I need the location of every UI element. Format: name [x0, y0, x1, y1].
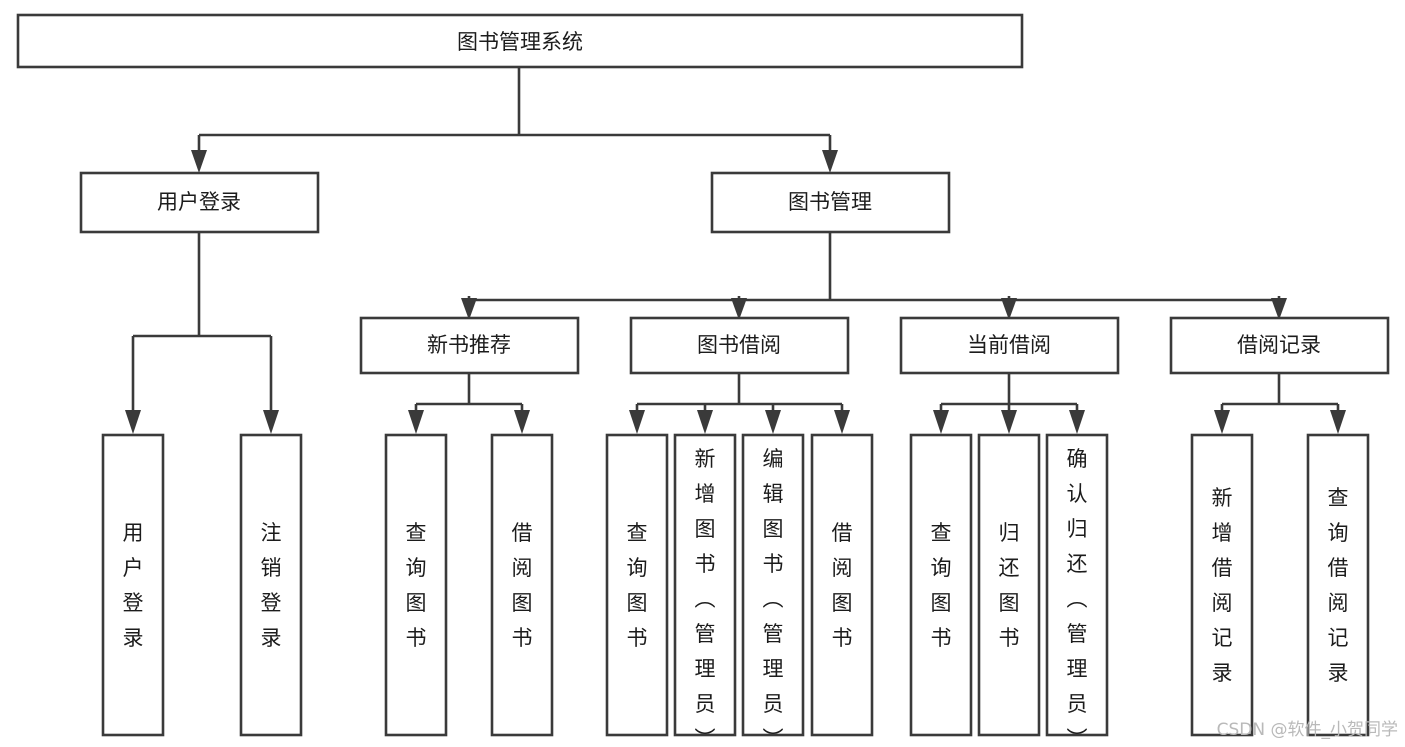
connector-group-current-borrow: [933, 373, 1085, 434]
node-book-manage[interactable]: 图书管理: [710, 171, 951, 234]
node-leaf-query-book-3[interactable]: 查询图书: [909, 433, 973, 737]
node-leaf-add-record-label: 新增借阅记录: [1212, 486, 1233, 685]
node-leaf-add-book-box[interactable]: [673, 433, 737, 737]
node-leaf-edit-book-box[interactable]: [741, 433, 805, 737]
arrow-to-borrow-record: [1271, 298, 1287, 320]
connector-group-root: [191, 67, 838, 173]
node-leaf-query-book-2-box[interactable]: [605, 433, 669, 737]
node-leaf-query-record-label: 查询借阅记录: [1328, 486, 1349, 685]
node-leaf-query-book-3-label: 查询图书: [931, 521, 952, 650]
node-user-login-label: 用户登录: [157, 190, 241, 214]
node-leaf-user-login[interactable]: 用户登录: [101, 433, 165, 737]
arrow-to-leaf-query-record: [1330, 410, 1346, 434]
node-leaf-add-book-label: 新增图书︵管理员︶: [695, 447, 716, 747]
node-leaf-query-book-1[interactable]: 查询图书: [384, 433, 448, 737]
node-borrow-record-box[interactable]: [1169, 316, 1390, 375]
connector-group-book-manage: [461, 232, 1287, 320]
node-leaf-edit-book[interactable]: 编辑图书︵管理员︶: [741, 433, 805, 747]
node-leaf-return-book[interactable]: 归还图书: [977, 433, 1041, 737]
node-new-book-recommend-box[interactable]: [359, 316, 580, 375]
node-current-borrow-label: 当前借阅: [967, 333, 1051, 357]
node-book-manage-label: 图书管理: [788, 190, 872, 214]
node-root-label: 图书管理系统: [457, 30, 583, 54]
node-leaf-borrow-book-2-box[interactable]: [810, 433, 874, 737]
arrow-to-leaf-user-logout: [263, 410, 279, 434]
arrow-to-leaf-query-book-3: [933, 410, 949, 434]
node-leaf-return-book-box[interactable]: [977, 433, 1041, 737]
connector-group-user-login: [125, 232, 279, 434]
node-leaf-user-logout[interactable]: 注销登录: [239, 433, 303, 737]
node-leaf-user-login-label: 用户登录: [123, 521, 144, 650]
node-new-book-recommend-label: 新书推荐: [427, 333, 511, 357]
arrow-to-leaf-query-book-1: [408, 410, 424, 434]
node-root-box[interactable]: [16, 13, 1024, 69]
node-leaf-user-logout-label: 注销登录: [261, 521, 282, 650]
node-leaf-query-book-3-box[interactable]: [909, 433, 973, 737]
node-book-borrow[interactable]: 图书借阅: [629, 316, 850, 375]
node-leaf-confirm-return-label: 确认归还︵管理员︶: [1067, 447, 1088, 747]
arrow-to-leaf-borrow-book-1: [514, 410, 530, 434]
node-leaf-edit-book-label: 编辑图书︵管理员︶: [763, 447, 784, 747]
node-book-borrow-label: 图书借阅: [697, 333, 781, 357]
arrow-to-leaf-query-book-2: [629, 410, 645, 434]
node-leaf-user-login-box[interactable]: [101, 433, 165, 737]
node-leaf-query-book-1-box[interactable]: [384, 433, 448, 737]
arrow-to-leaf-return-book: [1001, 410, 1017, 434]
node-leaf-return-book-label: 归还图书: [999, 521, 1020, 650]
node-leaf-borrow-book-2[interactable]: 借阅图书: [810, 433, 874, 737]
node-leaf-add-book[interactable]: 新增图书︵管理员︶: [673, 433, 737, 747]
node-leaf-query-record-box[interactable]: [1306, 433, 1370, 737]
node-borrow-record[interactable]: 借阅记录: [1169, 316, 1390, 375]
node-leaf-borrow-book-1-box[interactable]: [490, 433, 554, 737]
arrow-to-leaf-add-record: [1214, 410, 1230, 434]
node-leaf-user-logout-box[interactable]: [239, 433, 303, 737]
connector-group-borrow-record: [1214, 373, 1346, 434]
node-leaf-query-book-2[interactable]: 查询图书: [605, 433, 669, 737]
node-leaf-borrow-book-2-label: 借阅图书: [832, 521, 853, 650]
arrow-to-leaf-user-login: [125, 410, 141, 434]
node-leaf-query-book-1-label: 查询图书: [406, 521, 427, 650]
node-book-borrow-box[interactable]: [629, 316, 850, 375]
node-leaf-query-record[interactable]: 查询借阅记录: [1306, 433, 1370, 737]
connector-group-new-book-recommend: [408, 373, 530, 434]
watermark-label: CSDN @软件_小贺同学: [1217, 720, 1398, 740]
node-borrow-record-label: 借阅记录: [1237, 333, 1321, 357]
arrow-to-book-borrow: [731, 298, 747, 320]
connector-group-book-borrow: [629, 373, 850, 434]
node-leaf-add-record-box[interactable]: [1190, 433, 1254, 737]
node-new-book-recommend[interactable]: 新书推荐: [359, 316, 580, 375]
node-book-manage-box[interactable]: [710, 171, 951, 234]
node-leaf-confirm-return-box[interactable]: [1045, 433, 1109, 737]
node-leaf-borrow-book-1[interactable]: 借阅图书: [490, 433, 554, 737]
arrow-to-leaf-borrow-book-2: [834, 410, 850, 434]
arrow-to-current-borrow: [1001, 298, 1017, 320]
node-current-borrow-box[interactable]: [899, 316, 1120, 375]
node-leaf-confirm-return[interactable]: 确认归还︵管理员︶: [1045, 433, 1109, 747]
arrow-to-leaf-add-book: [697, 410, 713, 434]
arrow-to-leaf-edit-book: [765, 410, 781, 434]
node-user-login-box[interactable]: [79, 171, 320, 234]
arrow-to-new-book-recommend: [461, 298, 477, 320]
node-current-borrow[interactable]: 当前借阅: [899, 316, 1120, 375]
node-user-login[interactable]: 用户登录: [79, 171, 320, 234]
arrow-root-to-user-login: [191, 150, 207, 173]
node-leaf-borrow-book-1-label: 借阅图书: [512, 521, 533, 650]
arrow-root-to-book-manage: [822, 150, 838, 173]
node-root[interactable]: 图书管理系统: [16, 13, 1024, 69]
node-leaf-query-book-2-label: 查询图书: [627, 521, 648, 650]
node-leaf-add-record[interactable]: 新增借阅记录: [1190, 433, 1254, 737]
arrow-to-leaf-confirm-return: [1069, 410, 1085, 434]
